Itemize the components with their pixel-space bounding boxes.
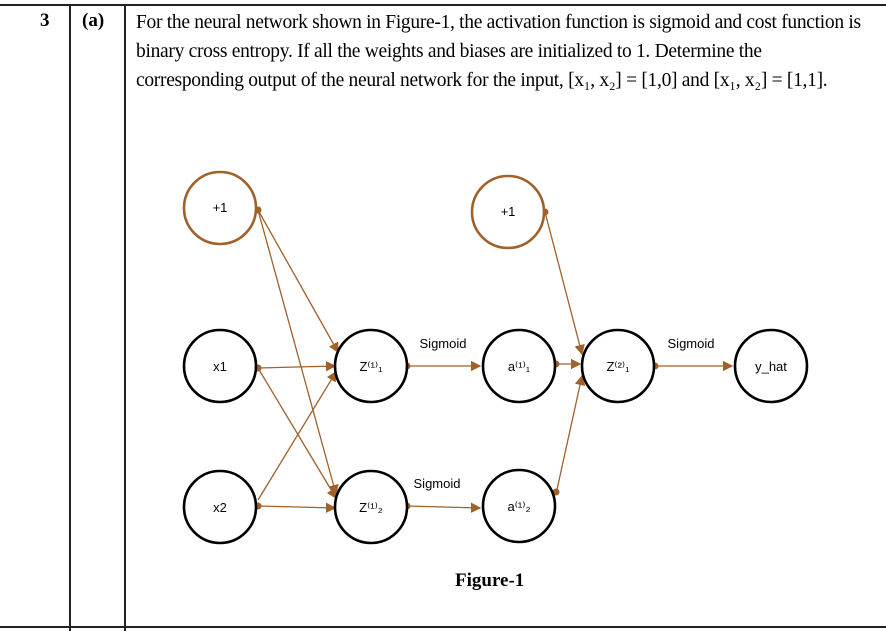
node-x2 [182,469,258,545]
node-label: +1 [213,200,228,215]
node-label: +1 [501,204,516,219]
node-label: a⁽¹⁾₂ [508,499,531,514]
node-label: Z⁽²⁾₁ [606,359,630,374]
edge-label-sigmoid: Sigmoid [668,336,715,351]
edge-a12-z21 [555,374,586,495]
edge-x2-z11 [257,370,337,501]
table-column-divider [69,4,71,631]
node-label: a⁽¹⁾₁ [508,359,531,374]
table-top-border [0,4,886,6]
edge-bias2-z21 [544,211,585,356]
question-number: 3 [40,10,50,31]
node-label: Z⁽¹⁾₂ [359,500,383,515]
edge-label-sigmoid: Sigmoid [420,336,467,351]
node-label: y_hat [755,359,787,374]
node-yhat [733,328,809,404]
question-text: For the neural network shown in Figure-1… [136,12,861,91]
edge-x1-z12 [257,367,337,500]
table-column-divider [124,4,126,631]
table-bottom-border [0,626,886,628]
node-label: Z⁽¹⁾₁ [359,359,383,374]
node-z12 [333,469,409,545]
edge-bias1-z11 [257,209,339,354]
figure-caption: Figure-1 [455,570,525,591]
question-part: (a) [82,10,105,31]
node-a11 [481,328,557,404]
node-z21 [580,328,656,404]
node-x1 [182,328,258,404]
node-a12 [481,468,557,544]
edge-x1-z11 [257,361,337,372]
node-bias2 [470,174,546,250]
edge-bias1-z12 [257,209,339,496]
node-label: x1 [213,359,227,374]
edge-z12-a12 [406,502,482,513]
node-z11 [333,328,409,404]
edge-label-sigmoid: Sigmoid [414,476,461,491]
node-label: x2 [213,500,227,515]
edge-x2-z12 [257,502,337,513]
node-bias1 [182,170,258,246]
